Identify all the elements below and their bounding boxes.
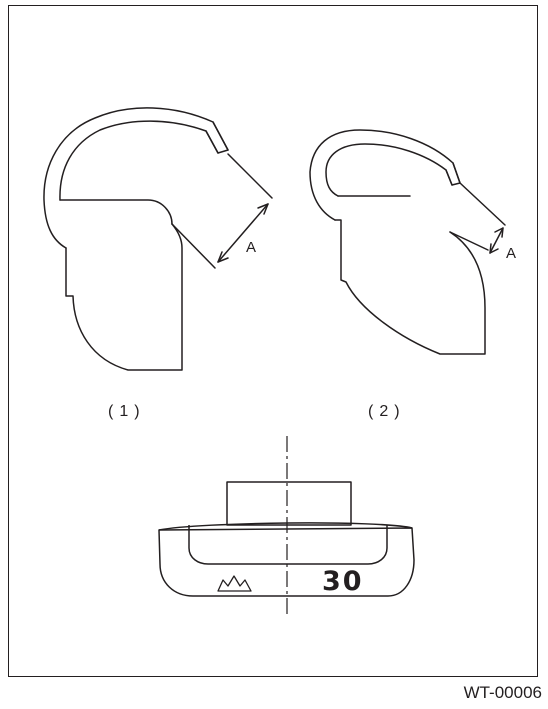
weight-1-slope-top [227, 153, 273, 199]
weight-1-clip-inner [59, 199, 173, 225]
weight-2-dimension-line [489, 227, 504, 254]
weight-2-drawing [309, 129, 506, 355]
weight-2-slope [449, 231, 489, 251]
weight-front-clip [226, 481, 352, 526]
weight-front-body-inner [188, 525, 388, 565]
weight-1-dimension-label: A [246, 239, 256, 256]
weight-2-caption: (2) [368, 403, 406, 420]
weight-2-dimension-arrow-bottom [489, 243, 499, 254]
weight-1-caption: (1) [108, 403, 146, 420]
weight-2-dimension-arrow-top [494, 227, 504, 238]
weight-2-body [334, 219, 486, 355]
weight-front-number: 30 [322, 566, 364, 597]
weight-1-dimension-line [217, 203, 269, 263]
weight-front-drawing [158, 481, 415, 597]
weight-1-hook-outer [43, 107, 229, 249]
weight-1-dimension-arrow-top [257, 203, 269, 215]
weight-1-slope [171, 223, 216, 269]
weight-1-hook-inner [59, 120, 219, 201]
weight-1-dimension-arrow-bottom [217, 251, 229, 263]
weight-1-drawing [43, 107, 273, 371]
weight-front-top-edge [158, 522, 413, 531]
weight-2-hook-inner [325, 143, 453, 197]
weight-2-hook-outer [309, 129, 461, 221]
figure-reference-code: WT-00006 [463, 683, 542, 702]
weight-front-body-outer [158, 527, 415, 597]
weight-2-dimension-label: A [506, 245, 516, 262]
weight-1-hook-tip [205, 121, 229, 154]
weight-1-body [65, 223, 183, 371]
weight-2-slope-top [459, 182, 506, 226]
figure-border [8, 5, 538, 677]
mountain-mark-icon [217, 575, 252, 592]
weight-2-hook-tip [445, 162, 461, 186]
